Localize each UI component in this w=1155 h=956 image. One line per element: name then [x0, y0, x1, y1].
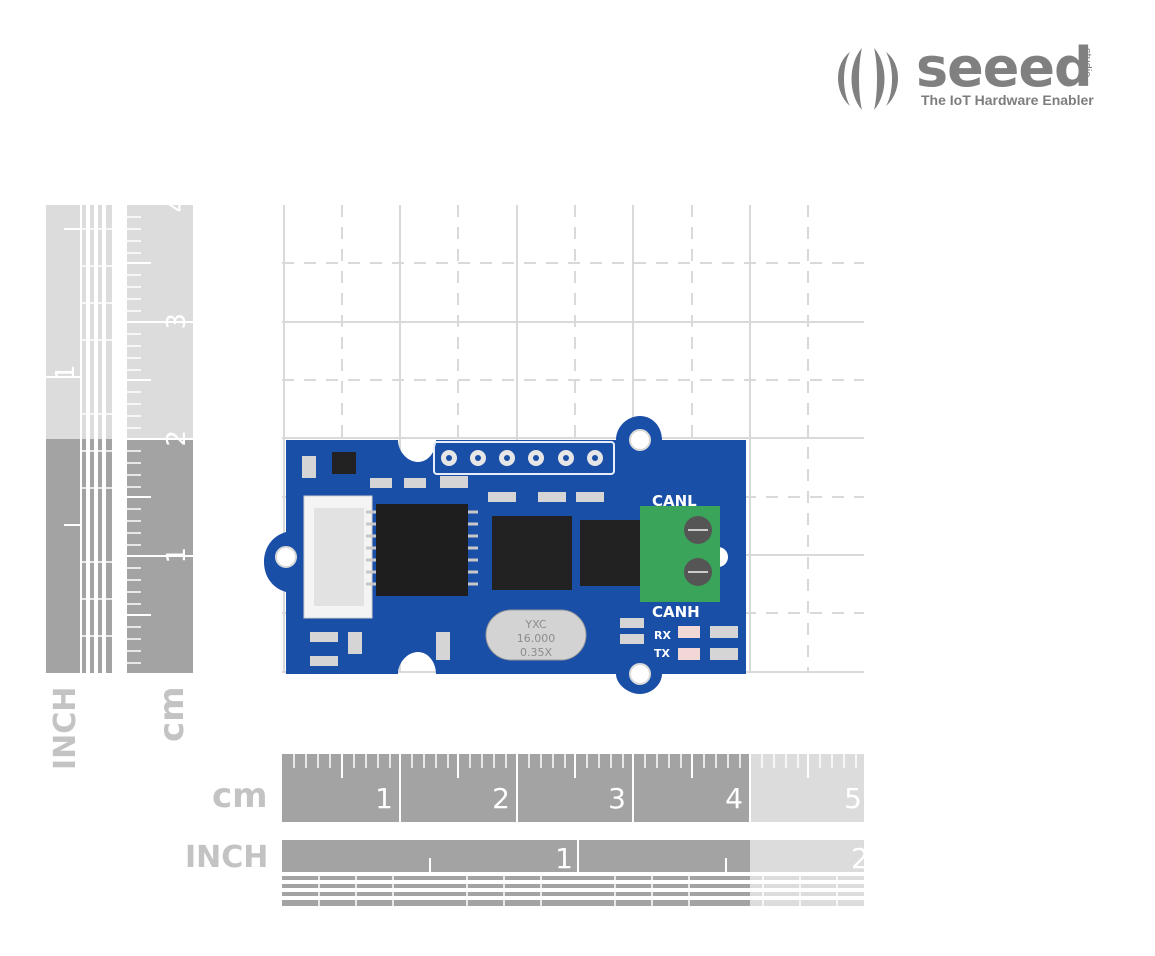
ruler-vertical-inch: 1: [46, 205, 112, 673]
canh-label: CANH: [652, 603, 700, 621]
ruler-vertical-cm: 1 2 3 4: [127, 205, 193, 673]
ruler-h-inch-tick-2: 2: [851, 842, 864, 875]
ruler-h-inch-tick-1: 1: [555, 842, 573, 875]
brand-sub: studio: [1081, 48, 1093, 78]
ruler-v-cm-unit: cm: [152, 686, 192, 742]
ruler-h-cm-tick-5: 5: [844, 782, 862, 815]
can-bus-module-board: YXC 16.000 0.35X CANL CANH RX TX: [264, 416, 746, 694]
ruler-h-cm-tick-2: 2: [492, 782, 510, 815]
tx-label: TX: [654, 647, 671, 660]
ruler-h-cm-tick-4: 4: [725, 782, 743, 815]
canl-label: CANL: [652, 492, 697, 510]
ruler-v-cm-tick-3: 3: [162, 313, 192, 330]
ruler-h-cm-unit: cm: [212, 776, 268, 816]
ruler-v-cm-tick-1: 1: [162, 547, 192, 564]
ruler-v-inch-unit: INCH: [48, 686, 83, 770]
ruler-h-inch-unit: INCH: [185, 840, 269, 875]
brand-name: seeed: [916, 36, 1093, 99]
ruler-h-cm-tick-3: 3: [608, 782, 626, 815]
brand-tagline: The IoT Hardware Enabler: [921, 92, 1094, 108]
ruler-horizontal-inch: 1 2: [282, 840, 864, 906]
ruler-h-cm-tick-1: 1: [375, 782, 393, 815]
seeed-logo-icon: [838, 48, 898, 110]
crystal-line2: 16.000: [517, 632, 556, 645]
crystal-line1: YXC: [524, 618, 546, 631]
ruler-v-cm-tick-4: 4: [162, 205, 192, 213]
ruler-v-cm-tick-2: 2: [162, 430, 192, 447]
ruler-horizontal-cm: 1 2 3 4 5: [282, 754, 864, 822]
ruler-v-inch-tick-1: 1: [51, 364, 81, 381]
rx-label: RX: [654, 629, 671, 642]
crystal-line3: 0.35X: [520, 646, 552, 659]
